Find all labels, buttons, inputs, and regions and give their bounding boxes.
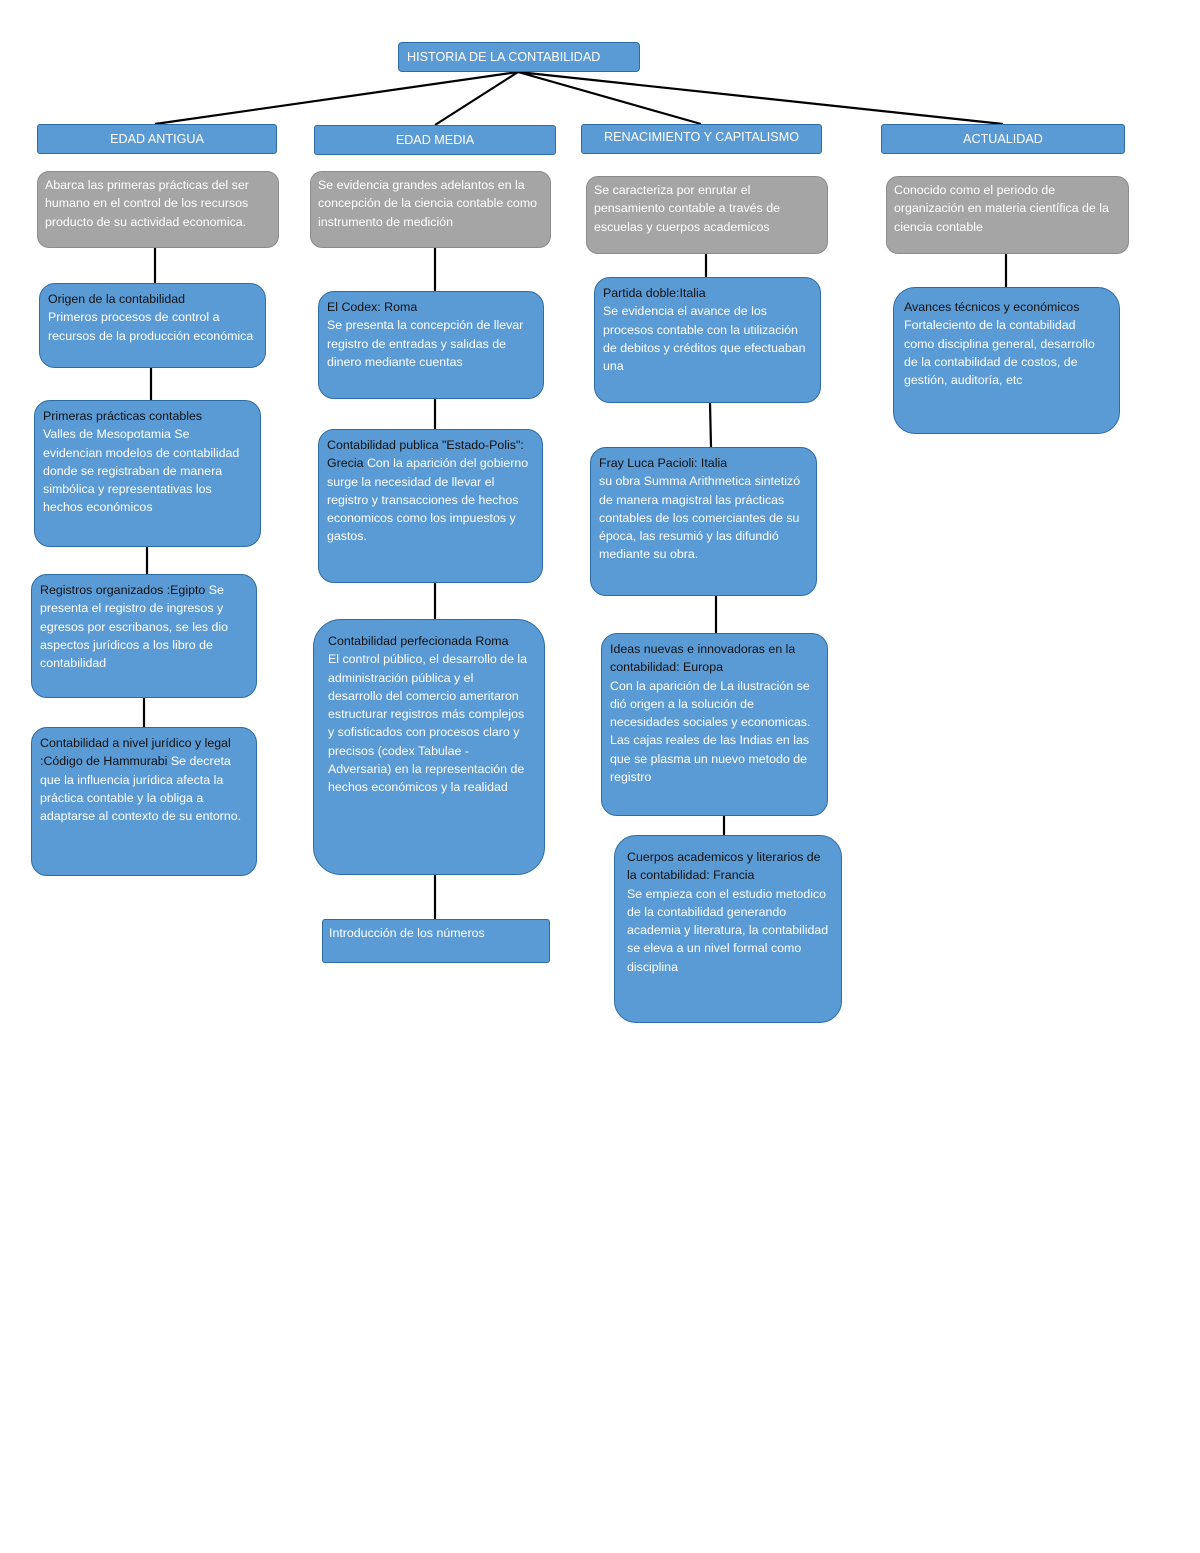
era-description-actualidad: Conocido como el periodo de organización… — [886, 176, 1129, 254]
card-text: Se evidencia el avance de los procesos c… — [603, 304, 806, 374]
era-description-renacimiento: Se caracteriza por enrutar el pensamient… — [586, 176, 828, 254]
card-registros-organizados-egipto: Registros organizados :Egipto Se present… — [31, 574, 257, 698]
era-header-actualidad: ACTUALIDAD — [881, 124, 1125, 154]
era-description-edad-media: Se evidencia grandes adelantos en la con… — [310, 171, 551, 248]
era-description-edad-antigua: Abarca las primeras prácticas del ser hu… — [37, 171, 279, 248]
era-header-label: EDAD ANTIGUA — [110, 132, 204, 146]
card-title: Avances técnicos y económicos — [904, 300, 1080, 314]
card-text: Con la aparición del gobierno surge la n… — [327, 456, 529, 544]
era-description-text: Abarca las primeras prácticas del ser hu… — [45, 178, 249, 229]
card-text: Se decreta que la influencia jurídica af… — [40, 754, 242, 824]
card-text: Con la aparición de La ilustración se di… — [610, 678, 811, 785]
card-title: El Codex: Roma — [327, 300, 418, 314]
card-fray-luca-pacioli: Fray Luca Pacioli: Italia su obra Summa … — [590, 447, 817, 596]
era-header-edad-antigua: EDAD ANTIGUA — [37, 124, 277, 154]
card-title: Partida doble:Italia — [603, 286, 706, 300]
card-text: su obra Summa Arithmetica sintetizó de m… — [599, 474, 801, 562]
card-text: Valles de Mesopotamia Se evidencian mode… — [43, 427, 240, 515]
era-header-label: EDAD MEDIA — [395, 133, 475, 147]
connector-root-col4 — [517, 70, 1004, 126]
card-avances-tecnicos-y-economicos: Avances técnicos y económicos Fortalecie… — [893, 287, 1120, 434]
era-header-edad-media: EDAD MEDIA — [314, 125, 556, 155]
connector-root-col2 — [434, 71, 519, 126]
card-text: Se presenta el registro de ingresos y eg… — [40, 583, 229, 671]
root-node: HISTORIA DE LA CONTABILIDAD — [398, 42, 640, 72]
connector-root-col3 — [517, 70, 702, 126]
card-contabilidad-nivel-juridico: Contabilidad a nivel jurídico y legal :C… — [31, 727, 257, 876]
card-title: Fray Luca Pacioli: Italia — [599, 456, 728, 470]
card-contabilidad-publica-grecia: Contabilidad publica "Estado-Polis": Gre… — [318, 429, 543, 583]
connector-c3-2 — [708, 402, 713, 448]
card-ideas-nuevas-europa: Ideas nuevas e innovadoras en la contabi… — [601, 633, 828, 816]
card-text: Fortaleciento de la contabilidad como di… — [904, 318, 1095, 388]
card-origen-de-la-contabilidad: Origen de la contabilidad Primeros proce… — [39, 283, 266, 368]
card-title: Contabilidad publica "Estado-Polis": Gre… — [327, 438, 524, 471]
card-title: Registros organizados :Egipto — [40, 583, 206, 597]
era-description-text: Se caracteriza por enrutar el pensamient… — [594, 183, 780, 234]
era-header-label: RENACIMIENTO Y CAPITALISMO — [603, 130, 799, 144]
card-text: El control público, el desarrollo de la … — [328, 652, 528, 795]
era-header-renacimiento-y-capitalismo: RENACIMIENTO Y CAPITALISMO — [581, 124, 822, 154]
era-header-label: ACTUALIDAD — [963, 132, 1043, 146]
card-text: Introducción de los números — [329, 926, 485, 940]
card-partida-doble-italia: Partida doble:Italia Se evidencia el ava… — [594, 277, 821, 403]
card-cuerpos-academicos-francia: Cuerpos academicos y literarios de la co… — [614, 835, 842, 1023]
card-title: Primeras prácticas contables — [43, 409, 203, 423]
card-title: Ideas nuevas e innovadoras en la contabi… — [610, 642, 796, 675]
era-description-text: Se evidencia grandes adelantos en la con… — [318, 178, 538, 229]
root-title: HISTORIA DE LA CONTABILIDAD — [407, 50, 601, 64]
card-text: Se presenta la concepción de llevar regi… — [327, 318, 524, 369]
card-title: Contabilidad perfecionada Roma — [328, 634, 509, 648]
connector-root-col1 — [154, 70, 519, 126]
card-title: Cuerpos academicos y literarios de la co… — [627, 850, 821, 883]
card-text: Se empieza con el estudio metodico de la… — [627, 886, 829, 974]
card-el-codex-roma: El Codex: Roma Se presenta la concepción… — [318, 291, 544, 399]
card-contabilidad-perfecionada-roma: Contabilidad perfecionada Roma El contro… — [313, 619, 545, 875]
card-title: Contabilidad a nivel jurídico y legal :C… — [40, 736, 231, 769]
era-description-text: Conocido como el periodo de organización… — [894, 183, 1109, 234]
card-text: Primeros procesos de control a recursos … — [48, 310, 254, 343]
card-title: Origen de la contabilidad — [48, 292, 186, 306]
card-primeras-practicas-contables: Primeras prácticas contables Valles de M… — [34, 400, 261, 547]
card-introduccion-de-los-numeros: Introducción de los números — [322, 919, 550, 963]
